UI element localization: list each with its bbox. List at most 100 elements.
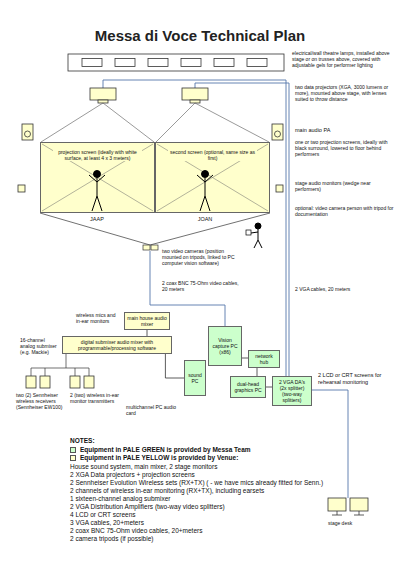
- callout-text: main audio PA: [295, 127, 385, 134]
- callout-text: multichannel PC audio card: [126, 404, 180, 416]
- lcd-monitor: [354, 515, 364, 516]
- note-line: 2 channels of wireless in-ear monitoring…: [70, 487, 390, 495]
- label-slot: 2 channels of wireless in-ear monitoring…: [70, 487, 390, 495]
- performer-figure: [92, 196, 97, 211]
- camera-person: [246, 230, 251, 235]
- legend-slot: Equipment in PALE GREEN is provided by M…: [80, 446, 390, 454]
- box-text: sound PC: [186, 372, 204, 384]
- label-slot: 2 camera tripods (if possible): [70, 535, 390, 543]
- label-slot: JOAN: [194, 216, 216, 223]
- label-slot: one or two projection screens, ideally w…: [295, 139, 395, 157]
- note-line: 4 LCD or CRT screens: [70, 511, 390, 519]
- callout-text: two video cameras (position mounted on t…: [162, 248, 242, 266]
- stage-perspective: [40, 213, 150, 245]
- legend-swatch: [70, 447, 76, 453]
- splitter-box: 2 VGA DA's (2x splitter) (two-way splitt…: [272, 376, 312, 406]
- performer-figure: [97, 178, 98, 196]
- audio-wire: [75, 368, 76, 376]
- note-line: NOTES:: [70, 437, 130, 445]
- performer-figure: [202, 171, 209, 178]
- audio-wire: [45, 368, 46, 376]
- performer-figure: [205, 175, 213, 182]
- projector: [190, 100, 200, 103]
- performer-figure: [89, 175, 97, 182]
- callout-text: 16-channel analog submixer (e.g. Mackie): [20, 337, 60, 355]
- label-slot: 2 coax BNC 75-Ohm video cables, 20+meter…: [70, 527, 390, 535]
- beam-cross: [157, 144, 268, 211]
- label-slot: two video cameras (position mounted on t…: [162, 248, 242, 266]
- projection-beam: [103, 103, 154, 142]
- callout-text: 2 LCD or CRT screens for rehearsal monit…: [318, 372, 396, 385]
- camera-person: [251, 232, 258, 233]
- camera-person: [246, 223, 262, 248]
- projection-beam: [41, 103, 103, 142]
- camera-person: [258, 240, 262, 248]
- performer-figure: [205, 196, 210, 211]
- mixer-box: main house audio mixer: [124, 312, 170, 330]
- label-slot: 2 VGA cables, 20 meters: [295, 286, 375, 292]
- box-text: 2 VGA DA's (2x splitter) (two-way splitt…: [275, 379, 309, 403]
- label-slot: 2 LCD or CRT screens for rehearsal monit…: [318, 372, 396, 385]
- label-slot: 2 VGA Distribution Amplifiers (two-way v…: [70, 503, 390, 511]
- performer-figure: [97, 196, 102, 211]
- note-line: 3 VGA cables, 20+meters: [70, 519, 390, 527]
- beam-cross: [42, 144, 153, 211]
- wireless-unit: [40, 376, 50, 388]
- label-slot: two data projectors (XGA, 3000 lumens or…: [295, 84, 395, 102]
- label-slot: 3 VGA cables, 20+meters: [70, 519, 390, 527]
- lamp-bar: [181, 59, 201, 67]
- label-slot: wireless mics and in-ear monitors: [76, 312, 120, 324]
- callout-text: 2 (two) wireless in-ear monitor transmit…: [70, 392, 124, 404]
- label-slot: electrical/wall theatre lamps, installed…: [292, 50, 396, 68]
- legend-slot: Equipment in PALE YELLOW is provided by …: [80, 454, 390, 462]
- camera-person: [254, 240, 258, 248]
- projector: [98, 100, 108, 103]
- pa-speaker: [25, 131, 31, 137]
- label-slot: 2 Sennheiser Evolution Wireless sets (RX…: [70, 479, 390, 487]
- video-camera: [143, 245, 150, 250]
- performer-figure: [197, 175, 205, 182]
- label-slot: optional: video camera person with tripo…: [295, 205, 395, 217]
- cable-connector: [257, 368, 258, 376]
- projection-beam: [156, 103, 195, 142]
- label-slot: 4 LCD or CRT screens: [70, 511, 390, 519]
- callout-text: one or two projection screens, ideally w…: [295, 139, 395, 157]
- lcd-monitor: [337, 511, 338, 515]
- note-line: 2 XGA Data projectors + projection scree…: [70, 471, 390, 479]
- pa-speaker: [275, 131, 281, 137]
- stage-monitor: [276, 185, 283, 192]
- note-line: 2 coax BNC 75-Ohm video cables, 20+meter…: [70, 527, 390, 535]
- video-camera: [143, 245, 158, 250]
- pc-box: sound PC: [184, 360, 206, 396]
- box-text: dual-head graphics PC: [233, 381, 263, 393]
- callout-text: JAAP: [86, 216, 108, 223]
- callout-text: two (2) Sennheiser wireless receivers (S…: [16, 392, 68, 410]
- note-line: 2 Sennheiser Evolution Wireless sets (RX…: [70, 479, 390, 487]
- audio-wire: [31, 368, 89, 369]
- box-text: network hub: [251, 353, 277, 365]
- label-slot: 2 XGA Data projectors + projection scree…: [70, 471, 390, 479]
- label-slot: stage audio monitors (wedge near perform…: [295, 180, 395, 192]
- camera-person: [258, 229, 259, 240]
- label-slot: 1 sixteen-channel analog submixer: [70, 495, 390, 503]
- label-slot: two (2) Sennheiser wireless receivers (S…: [16, 392, 68, 410]
- label-slot: JAAP: [86, 216, 108, 223]
- projection-beam: [195, 103, 269, 142]
- label-slot: 2 coax BNC 75-Ohm video cables, 20 meter…: [162, 280, 240, 292]
- legend-swatch: [70, 455, 76, 461]
- projection-screen: projection screen (ideally with white su…: [40, 142, 155, 213]
- label-slot: NOTES:: [70, 437, 130, 445]
- wireless-unit: [84, 376, 94, 388]
- wireless-unit: [26, 376, 36, 388]
- audio-wire: [31, 353, 89, 376]
- box-text: second screen (optional, same size as fi…: [168, 149, 257, 161]
- callout-text: wireless mics and in-ear monitors: [76, 312, 120, 324]
- lcd-monitor: [328, 498, 346, 511]
- projector: [90, 88, 116, 100]
- label-slot: multichannel PC audio card: [126, 404, 180, 416]
- wireless-unit: [70, 376, 80, 388]
- lamp-bar: [148, 59, 168, 67]
- beam-cross: [42, 144, 153, 211]
- performer-figure: [205, 178, 206, 196]
